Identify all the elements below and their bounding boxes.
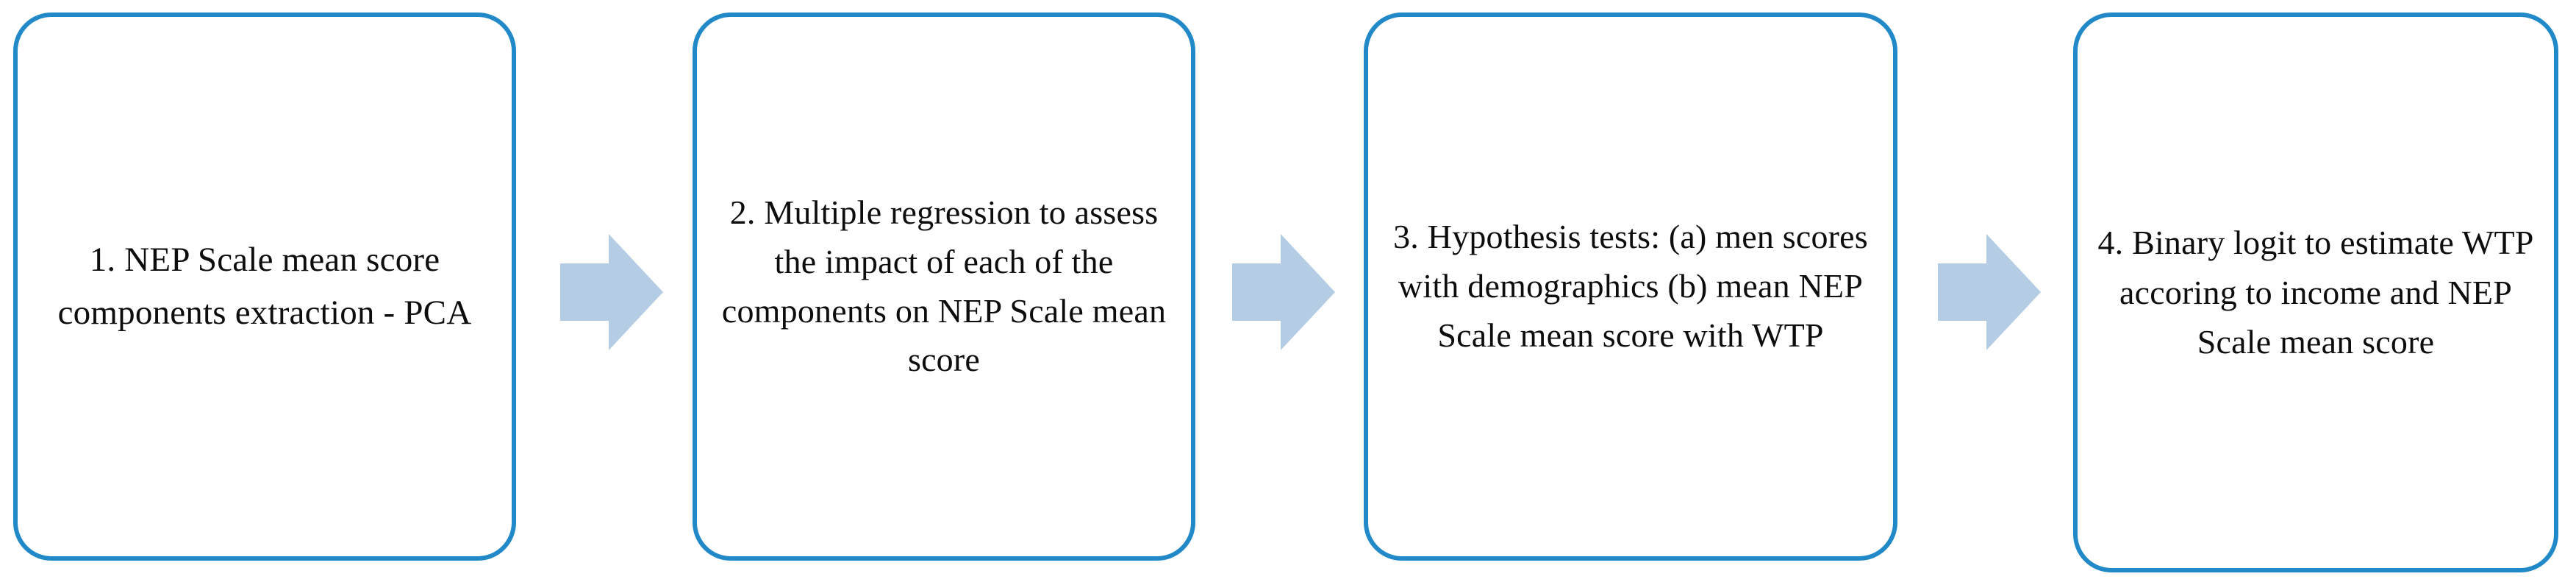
process-box-step-2[interactable]: 2. Multiple regression to assess the imp… (693, 13, 1195, 561)
process-box-step-2-label: 2. Multiple regression to assess the imp… (721, 194, 1167, 379)
process-box-step-3[interactable]: 3. Hypothesis tests: (a) men scores with… (1364, 13, 1897, 561)
process-box-step-4-label: 4. Binary logit to estimate WTP accoring… (2097, 224, 2534, 361)
process-box-step-1-label: 1. NEP Scale mean score components extra… (57, 241, 472, 332)
right-arrow-icon-3-to-4 (1938, 234, 2041, 350)
process-box-step-4[interactable]: 4. Binary logit to estimate WTP accoring… (2073, 13, 2558, 572)
right-arrow-icon-1-to-2 (560, 234, 663, 350)
process-box-step-1[interactable]: 1. NEP Scale mean score components extra… (13, 13, 516, 561)
right-arrow-icon-2-to-3 (1232, 234, 1335, 350)
process-box-step-3-label: 3. Hypothesis tests: (a) men scores with… (1393, 218, 1868, 354)
